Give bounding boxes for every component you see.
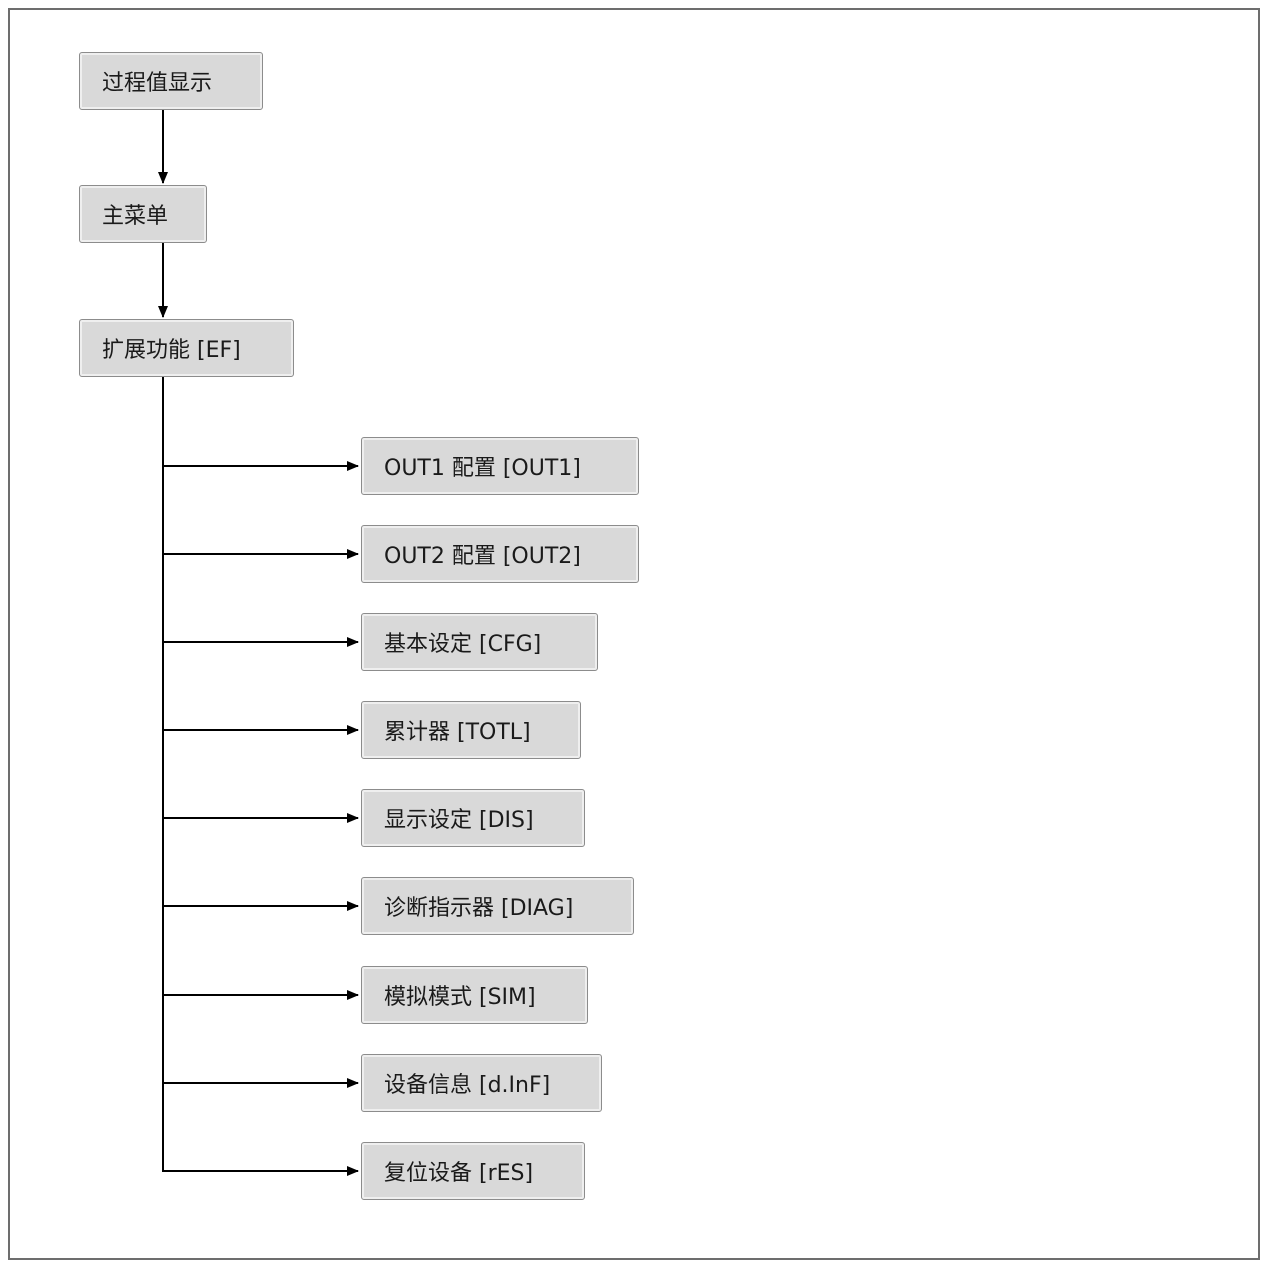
node-diag[interactable]: 诊断指示器 [DIAG]	[361, 877, 634, 935]
node-cfg[interactable]: 基本设定 [CFG]	[361, 613, 598, 671]
node-sim[interactable]: 模拟模式 [SIM]	[361, 966, 588, 1024]
node-totl[interactable]: 累计器 [TOTL]	[361, 701, 581, 759]
node-process-display[interactable]: 过程值显示	[79, 52, 263, 110]
node-dinf[interactable]: 设备信息 [d.InF]	[361, 1054, 602, 1112]
node-out1[interactable]: OUT1 配置 [OUT1]	[361, 437, 639, 495]
node-dis[interactable]: 显示设定 [DIS]	[361, 789, 585, 847]
node-res[interactable]: 复位设备 [rES]	[361, 1142, 585, 1200]
node-main-menu[interactable]: 主菜单	[79, 185, 207, 243]
node-extended-functions[interactable]: 扩展功能 [EF]	[79, 319, 294, 377]
diagram-frame	[8, 8, 1260, 1260]
node-out2[interactable]: OUT2 配置 [OUT2]	[361, 525, 639, 583]
